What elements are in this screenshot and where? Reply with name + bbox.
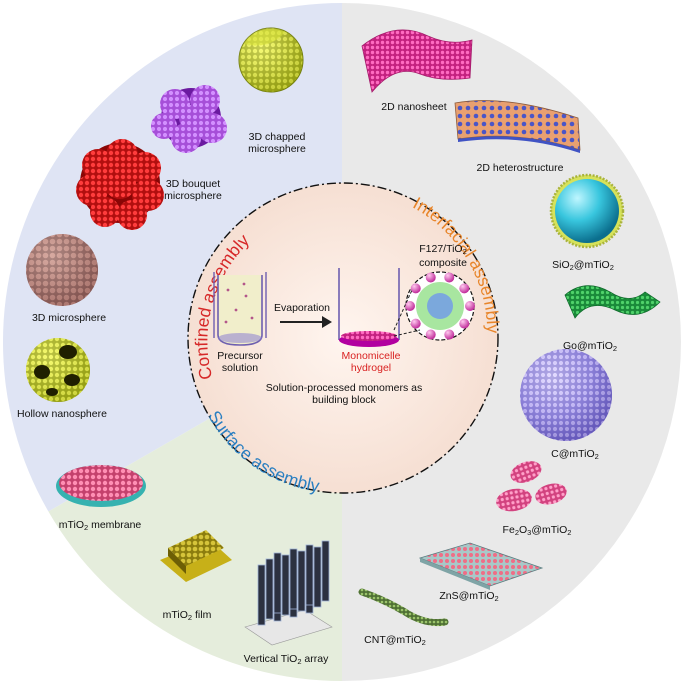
hydrogel-dish-icon (338, 268, 400, 347)
tio2-rod (273, 552, 282, 614)
micelle-bead (425, 329, 436, 340)
tio2-rod (297, 550, 306, 612)
tio2-rod (257, 564, 266, 626)
hollow-nanosphere-icon (26, 338, 90, 402)
micelle-bead (405, 301, 415, 311)
micelle-bead (410, 283, 421, 294)
evaporation-arrow-icon (280, 316, 332, 328)
microsphere-icon (26, 234, 98, 306)
micelle-bead (465, 301, 475, 311)
center-dashed-border (187, 182, 499, 494)
nanosheet-label: 2D nanosheet (381, 101, 447, 113)
fe2o3-label: Fe2O3@mTiO2 (502, 524, 572, 537)
membrane-dish-icon (56, 465, 146, 507)
zns-label: ZnS@mTiO2 (439, 590, 499, 603)
zoom-line (393, 329, 421, 337)
sio2-label: SiO2@mTiO2 (552, 259, 614, 272)
vertical-array-label: Vertical TiO2 array (243, 653, 329, 666)
heterostructure-label: 2D heterostructure (476, 162, 564, 174)
nanosheet-icon (361, 29, 473, 93)
tio2-rod (305, 544, 314, 606)
bouquet-sphere-icon (151, 85, 227, 153)
interfacial-sector (342, 3, 681, 681)
micelle-bead (444, 329, 455, 340)
c-label: C@mTiO2 (551, 448, 599, 461)
micelle-bead (459, 318, 470, 329)
tio2-rod (281, 554, 290, 616)
evaporation-label: Evaporation (273, 302, 331, 314)
tio2-rod (313, 546, 322, 608)
go-label: Go@mTiO2 (562, 340, 618, 353)
core-shell-sphere-icon (549, 173, 625, 249)
graphene-sheet-icon (564, 285, 661, 319)
nanotube-icon (358, 588, 449, 626)
heterostructure-icon (454, 100, 581, 153)
tio2-rod (321, 540, 330, 602)
zns-plate-icon (418, 542, 544, 590)
film-icon (160, 530, 232, 582)
tio2-rod (265, 558, 274, 620)
ellipsoid-icon (496, 461, 567, 512)
micelle-bead (410, 318, 421, 329)
carbon-sphere-icon (520, 349, 612, 441)
micelle-bead (444, 272, 455, 283)
chapped-sphere-icon (238, 27, 304, 93)
micelle-icon (405, 271, 475, 341)
hollow-nanosphere-label: Hollow nanosphere (17, 408, 107, 420)
red-cluster-sphere-icon (76, 139, 164, 230)
cnt-label: CNT@mTiO2 (364, 634, 426, 647)
micelle-bead (425, 272, 436, 283)
microsphere-label: 3D microsphere (31, 312, 107, 324)
beaker-icon (213, 272, 267, 346)
film-label: mTiO2 film (162, 609, 212, 622)
micelle-bead (459, 283, 470, 294)
composite-label: F127/TiO2 composite (419, 243, 467, 269)
zoom-line (393, 289, 413, 331)
tio2-rod (289, 548, 298, 610)
membrane-label: mTiO2 membrane (58, 519, 142, 532)
rod-array-icon (244, 540, 333, 646)
